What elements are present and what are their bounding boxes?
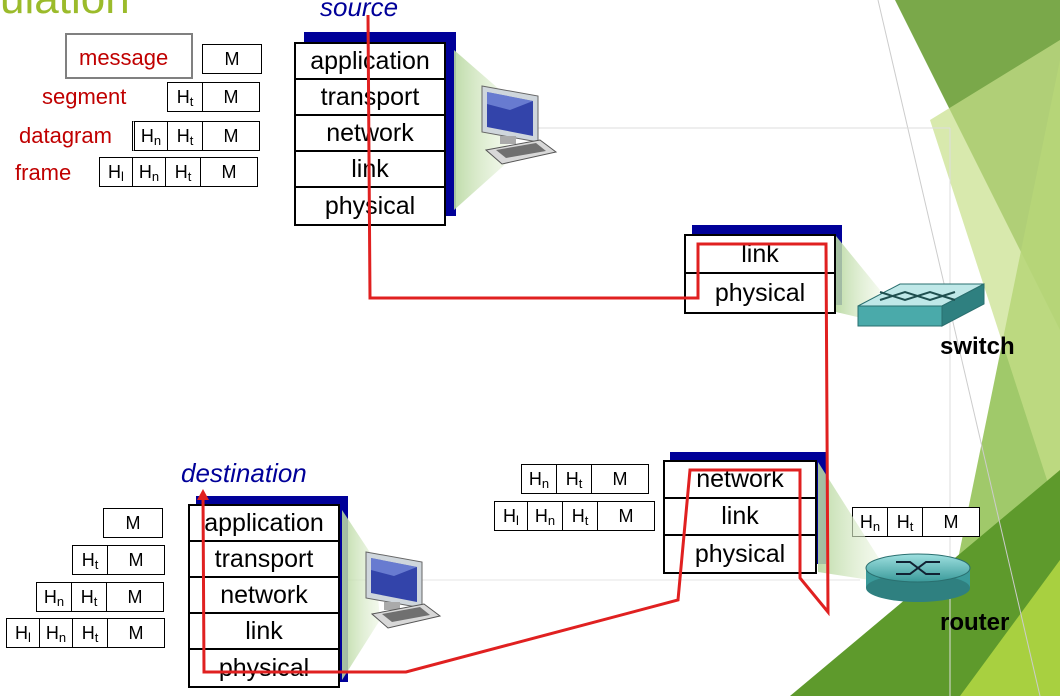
router-icon	[865, 553, 971, 602]
frame-label: frame	[15, 160, 72, 185]
switch-beam	[836, 236, 880, 320]
computer-icon-destination	[365, 551, 442, 629]
destination-layer-transport: transport	[190, 542, 338, 578]
payload-cell: M	[202, 82, 260, 112]
router-label: router	[940, 609, 1010, 636]
switch-icon	[857, 283, 985, 327]
destination-label: destination	[181, 458, 307, 488]
payload-cell: M	[591, 464, 649, 494]
switch-layer-physical: physical	[686, 274, 834, 312]
destination-layer-network: network	[190, 578, 338, 614]
payload-cell: M	[202, 121, 260, 151]
payload-cell: M	[103, 508, 163, 538]
payload-cell: M	[107, 618, 165, 648]
router-layer-link: link	[665, 499, 815, 536]
payload-cell: M	[922, 507, 980, 537]
datagram-label: datagram	[19, 123, 112, 148]
destination-beam	[342, 510, 380, 680]
slide-title: ulation	[0, 0, 130, 24]
router-beam	[818, 462, 880, 580]
switch-layer-link: link	[686, 236, 834, 274]
payload-cell: M	[202, 44, 262, 74]
source-layer-application: application	[296, 44, 444, 80]
payload-cell: M	[597, 501, 655, 531]
payload-cell: M	[107, 545, 165, 575]
destination-arrowhead	[197, 489, 209, 500]
packet-message: M	[202, 44, 262, 74]
message-label: message	[79, 45, 169, 70]
destination-protocol-stack: application transport network link physi…	[188, 504, 340, 688]
green-triangle-light	[930, 40, 1060, 520]
data-flow-path	[201, 14, 830, 674]
destination-layer-physical: physical	[190, 650, 338, 686]
router-layer-physical: physical	[665, 536, 815, 572]
source-label: source	[320, 0, 399, 22]
green-triangle-lime	[960, 560, 1060, 696]
dest-packet-message: M	[103, 508, 163, 538]
segment-label: segment	[42, 84, 127, 109]
payload-cell: M	[106, 582, 164, 612]
payload-cell: M	[200, 157, 258, 187]
switch-protocol-stack: link physical	[684, 234, 836, 314]
message-label-box	[65, 33, 193, 79]
switch-label: switch	[940, 333, 1015, 360]
destination-layer-link: link	[190, 614, 338, 650]
computer-icon-source	[481, 85, 558, 165]
destination-layer-application: application	[190, 506, 338, 542]
